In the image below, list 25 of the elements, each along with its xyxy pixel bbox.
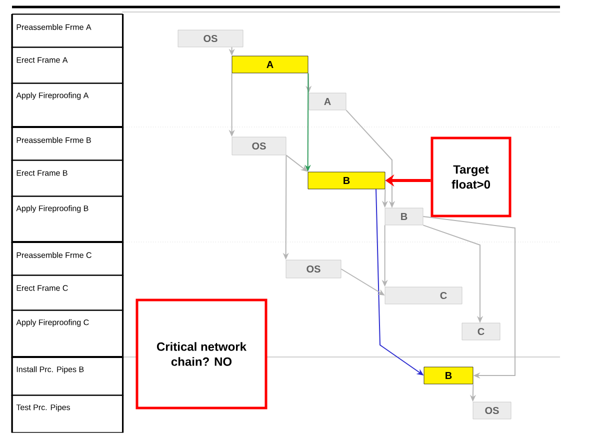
schedule-bar: A	[308, 92, 346, 110]
table-cell: Preassemble Frme C	[11, 241, 124, 277]
table-cell: Erect Frame C	[11, 274, 124, 312]
schedule-bar: OS	[286, 260, 342, 278]
schedule-bar: B	[384, 208, 424, 226]
table-cell: Erect Frame A	[11, 46, 124, 85]
schedule-bar: OS	[472, 402, 512, 420]
schedule-bar: C	[384, 286, 462, 304]
table-cell: Preassemble Frme B	[11, 126, 124, 162]
arrow	[422, 216, 516, 379]
schedule-bar: A	[232, 56, 308, 74]
table-cell: Test Prc. Pipes	[11, 394, 124, 434]
schedule-bar: B	[308, 172, 386, 190]
table-cell: Apply Fireproofing B	[11, 195, 124, 244]
schedule-bar: OS	[178, 30, 244, 48]
schedule-bar: OS	[232, 136, 286, 156]
table-cell: Preassemble Frme A	[11, 13, 124, 49]
callout-box: Critical network chain? NO	[136, 298, 268, 410]
table-cell: Apply Fireproofing C	[11, 309, 124, 359]
table-cell: Apply Fireproofing A	[11, 82, 124, 129]
schedule-bar: C	[462, 322, 500, 340]
schedule-bar: B	[424, 366, 474, 384]
table-cell: Install Prc. Pipes B	[11, 356, 124, 397]
callout-box: Target float>0	[430, 136, 512, 218]
table-cell: Erect Frame B	[11, 159, 124, 198]
